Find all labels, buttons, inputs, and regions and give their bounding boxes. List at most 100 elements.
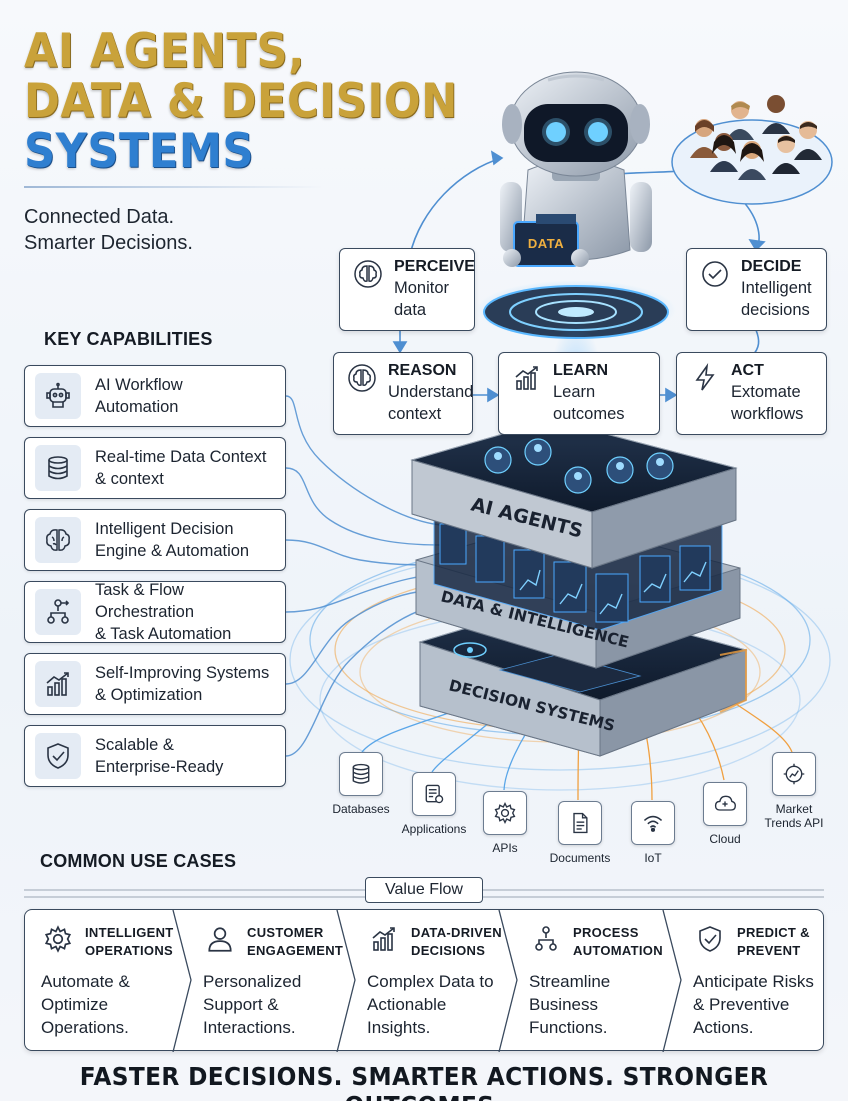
node-desc: Learn (553, 383, 596, 401)
node-desc: outcomes (553, 405, 625, 423)
wifi-icon (631, 801, 675, 845)
source-label: APIs (492, 841, 518, 855)
source-cloud: Cloud (700, 782, 750, 846)
capability-self-improving: Self-Improving Systems& Optimization (24, 653, 286, 715)
capability-text: & Optimization (95, 686, 203, 704)
database-icon (339, 752, 383, 796)
capability-text: & context (95, 470, 164, 488)
source-applications: Applications (400, 772, 468, 836)
capability-text: Real-time Data Context (95, 448, 267, 466)
title-line-3: SYSTEMS (24, 124, 255, 179)
source-label: Cloud (709, 832, 741, 846)
source-iot: IoT (628, 801, 678, 865)
brain-icon (35, 517, 81, 563)
use-case-title: CUSTOMER (247, 925, 324, 940)
capability-task-flow: Task & Flow Orchestration & Task Automati… (24, 581, 286, 643)
node-title: LEARN (553, 362, 609, 379)
capability-text: Engine & Automation (95, 542, 250, 560)
robot-illustration (500, 71, 652, 267)
use-case-intelligent-operations: INTELLIGENT OPERATIONS Automate & Optimize… (25, 910, 185, 1050)
capability-text: Scalable & (95, 736, 174, 754)
capability-text: Enterprise-Ready (95, 758, 224, 776)
source-label: Applications (401, 822, 467, 836)
tagline-line-1: Connected Data. (24, 206, 175, 228)
gear-chart-icon (772, 752, 816, 796)
check-circle-icon (697, 257, 733, 293)
tagline-line-2: Smarter Decisions. (24, 232, 193, 254)
use-case-desc: Personalized (203, 972, 302, 991)
node-title: PERCEIVE (394, 258, 475, 275)
applications-icon (412, 772, 456, 816)
key-capabilities-heading: KEY CAPABILITIES (44, 329, 213, 349)
node-desc: decisions (741, 301, 810, 319)
title-line-1: AI AGENTS, (24, 24, 305, 79)
source-apis: APIs (480, 791, 530, 855)
use-case-title: ENGAGEMENT (247, 943, 344, 958)
lightning-icon (687, 361, 723, 397)
robot-data-label: DATA (527, 236, 565, 251)
use-case-desc: Interactions. (203, 1018, 296, 1037)
document-icon (558, 801, 602, 845)
node-perceive: PERCEIVE Monitor data (339, 248, 475, 331)
flow-icon (529, 924, 563, 958)
use-case-desc: Functions. (529, 1018, 608, 1037)
title-line-2: DATA & DECISION (24, 74, 458, 129)
source-label: Databases (332, 802, 390, 816)
node-desc: Extomate (731, 383, 801, 401)
capability-real-time-data: Real-time Data Context & context (24, 437, 286, 499)
capability-text: & Task Automation (95, 625, 232, 643)
chart-up-icon (35, 661, 81, 707)
use-case-desc: Insights. (367, 1018, 431, 1037)
use-case-desc: Optimize (41, 995, 109, 1014)
node-desc: Monitor (394, 279, 450, 297)
use-case-title: OPERATIONS (85, 943, 173, 958)
use-cases-panel: INTELLIGENT OPERATIONS Automate & Optimize… (24, 909, 825, 1052)
team-avatars (690, 95, 822, 180)
cloud-icon (703, 782, 747, 826)
use-case-title: PREVENT (737, 943, 801, 958)
node-desc: context (388, 405, 442, 423)
title-divider (24, 186, 324, 188)
capability-text: Task & Flow Orchestration (95, 581, 195, 621)
use-case-desc: Operations. (41, 1018, 129, 1037)
shield-check-icon (35, 733, 81, 779)
source-label: IoT (644, 851, 662, 865)
source-databases: Databases (330, 752, 392, 816)
brain-icon (350, 257, 386, 293)
use-case-desc: Actions. (693, 1018, 754, 1037)
node-learn: LEARN Learn outcomes (498, 352, 660, 435)
use-case-chevrons (172, 910, 682, 1052)
source-label: Market (775, 802, 813, 816)
source-label: Documents (549, 851, 611, 865)
use-case-title: AUTOMATION (573, 943, 663, 958)
gear-icon (41, 924, 75, 958)
use-case-desc: Automate & (41, 972, 130, 991)
node-title: REASON (388, 362, 457, 379)
use-case-desc: Business (529, 995, 598, 1014)
shield-check-icon (693, 924, 727, 958)
brain-icon (344, 361, 380, 397)
use-case-predict-prevent: PREDICT &PREVENT Anticipate Risks& Preve… (677, 910, 825, 1050)
use-case-title: DECISIONS (411, 943, 486, 958)
use-case-title: INTELLIGENT (85, 925, 174, 940)
gear-icon (483, 791, 527, 835)
capability-text: Automation (95, 398, 179, 416)
use-cases-heading: COMMON USE CASES (40, 851, 237, 871)
use-case-title: PREDICT & (737, 925, 810, 940)
source-documents: Documents (546, 801, 614, 865)
capability-scalable: Scalable & Enterprise-Ready (24, 725, 286, 787)
use-case-desc: & Preventive (693, 995, 790, 1014)
use-case-title: PROCESS (573, 925, 639, 940)
node-desc: data (394, 301, 427, 319)
node-desc: Intelligent (741, 279, 812, 297)
node-desc: workflows (731, 405, 804, 423)
